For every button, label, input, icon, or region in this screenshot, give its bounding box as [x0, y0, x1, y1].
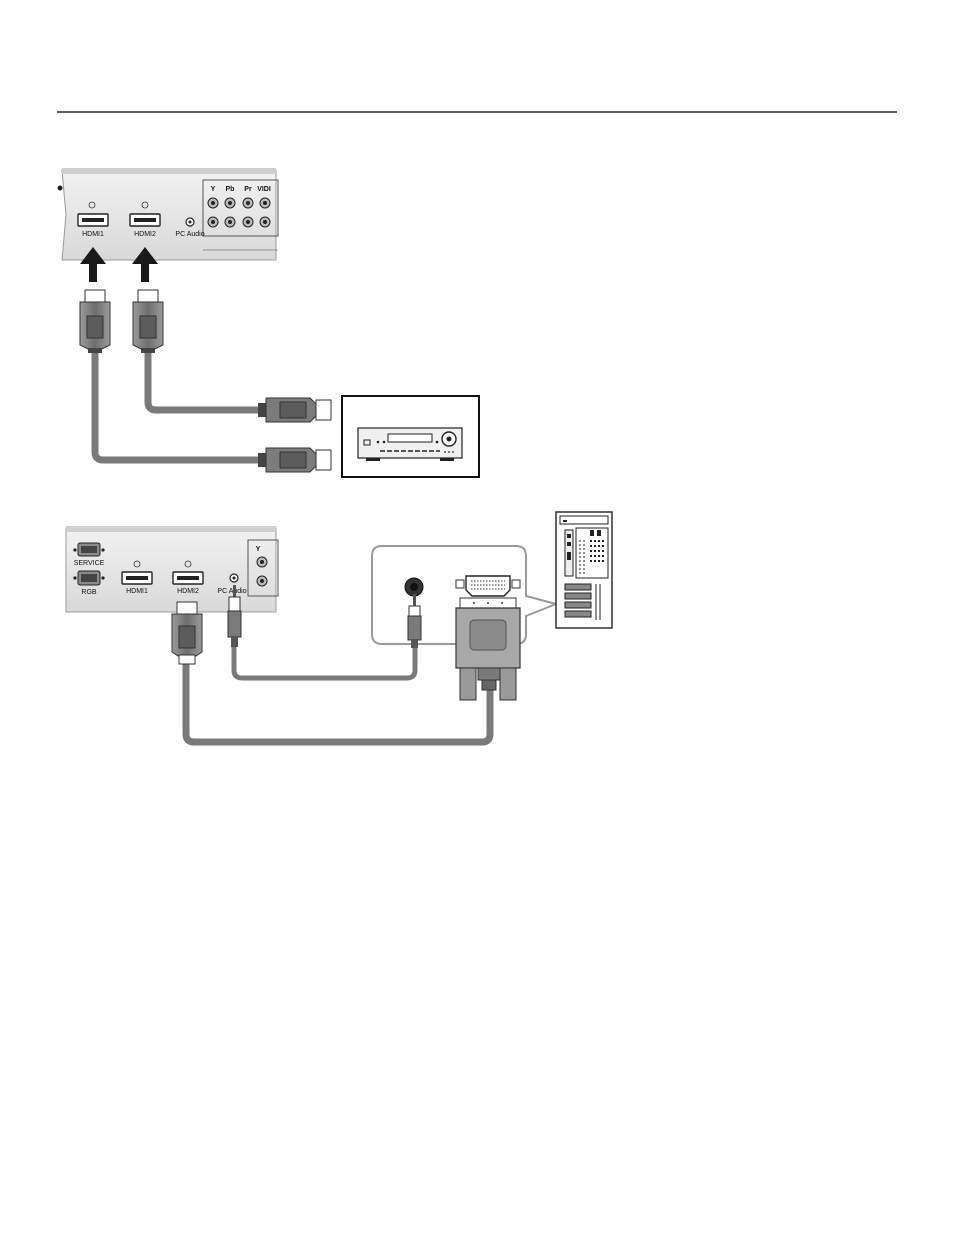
vga-plug-tv [172, 602, 202, 664]
hdmi-plug-2 [133, 290, 163, 353]
pc-tower-icon [556, 512, 612, 628]
label-hdmi1-2: HDMI1 [126, 588, 148, 595]
label-service: SERVICE [74, 560, 105, 567]
vga-plug-pc [456, 598, 520, 700]
hdmi-plug-receiver-2 [258, 398, 331, 422]
dvi-port-icon [466, 576, 510, 596]
audio-cable [234, 645, 415, 678]
tv-rear-panel-2: SERVICE RGB HDMI1 HDMI2 [66, 526, 278, 612]
diagram-pc-connection: SERVICE RGB HDMI1 HDMI2 [66, 512, 612, 742]
label-y-2: Y [256, 546, 261, 553]
diagram-hdmi-receiver: HDMI1 HDMI2 PC Audio Y Pb Pr VIDI [58, 168, 480, 477]
label-pc-audio: PC Audio [175, 231, 204, 238]
hdmi-plug-receiver-1 [258, 448, 331, 472]
av-receiver-icon [342, 396, 479, 477]
label-pb: Pb [226, 186, 235, 193]
hdmi-plug-1 [80, 290, 110, 353]
hdmi-cable-2 [148, 352, 262, 410]
label-hdmi2: HDMI2 [134, 231, 156, 238]
label-y: Y [211, 186, 216, 193]
pc-audio-out-jack[interactable] [405, 578, 423, 596]
label-hdmi1: HDMI1 [82, 231, 104, 238]
label-video: VIDI [257, 186, 271, 193]
hdmi-cable-1 [95, 352, 262, 460]
label-rgb: RGB [81, 589, 97, 596]
tv-rear-panel-1: HDMI1 HDMI2 PC Audio Y Pb Pr VIDI [58, 168, 279, 260]
service-port[interactable]: SERVICE [73, 543, 104, 567]
label-hdmi2-2: HDMI2 [177, 588, 199, 595]
label-pc-audio-2: PC Audio [217, 588, 246, 595]
label-pr: Pr [244, 186, 252, 193]
